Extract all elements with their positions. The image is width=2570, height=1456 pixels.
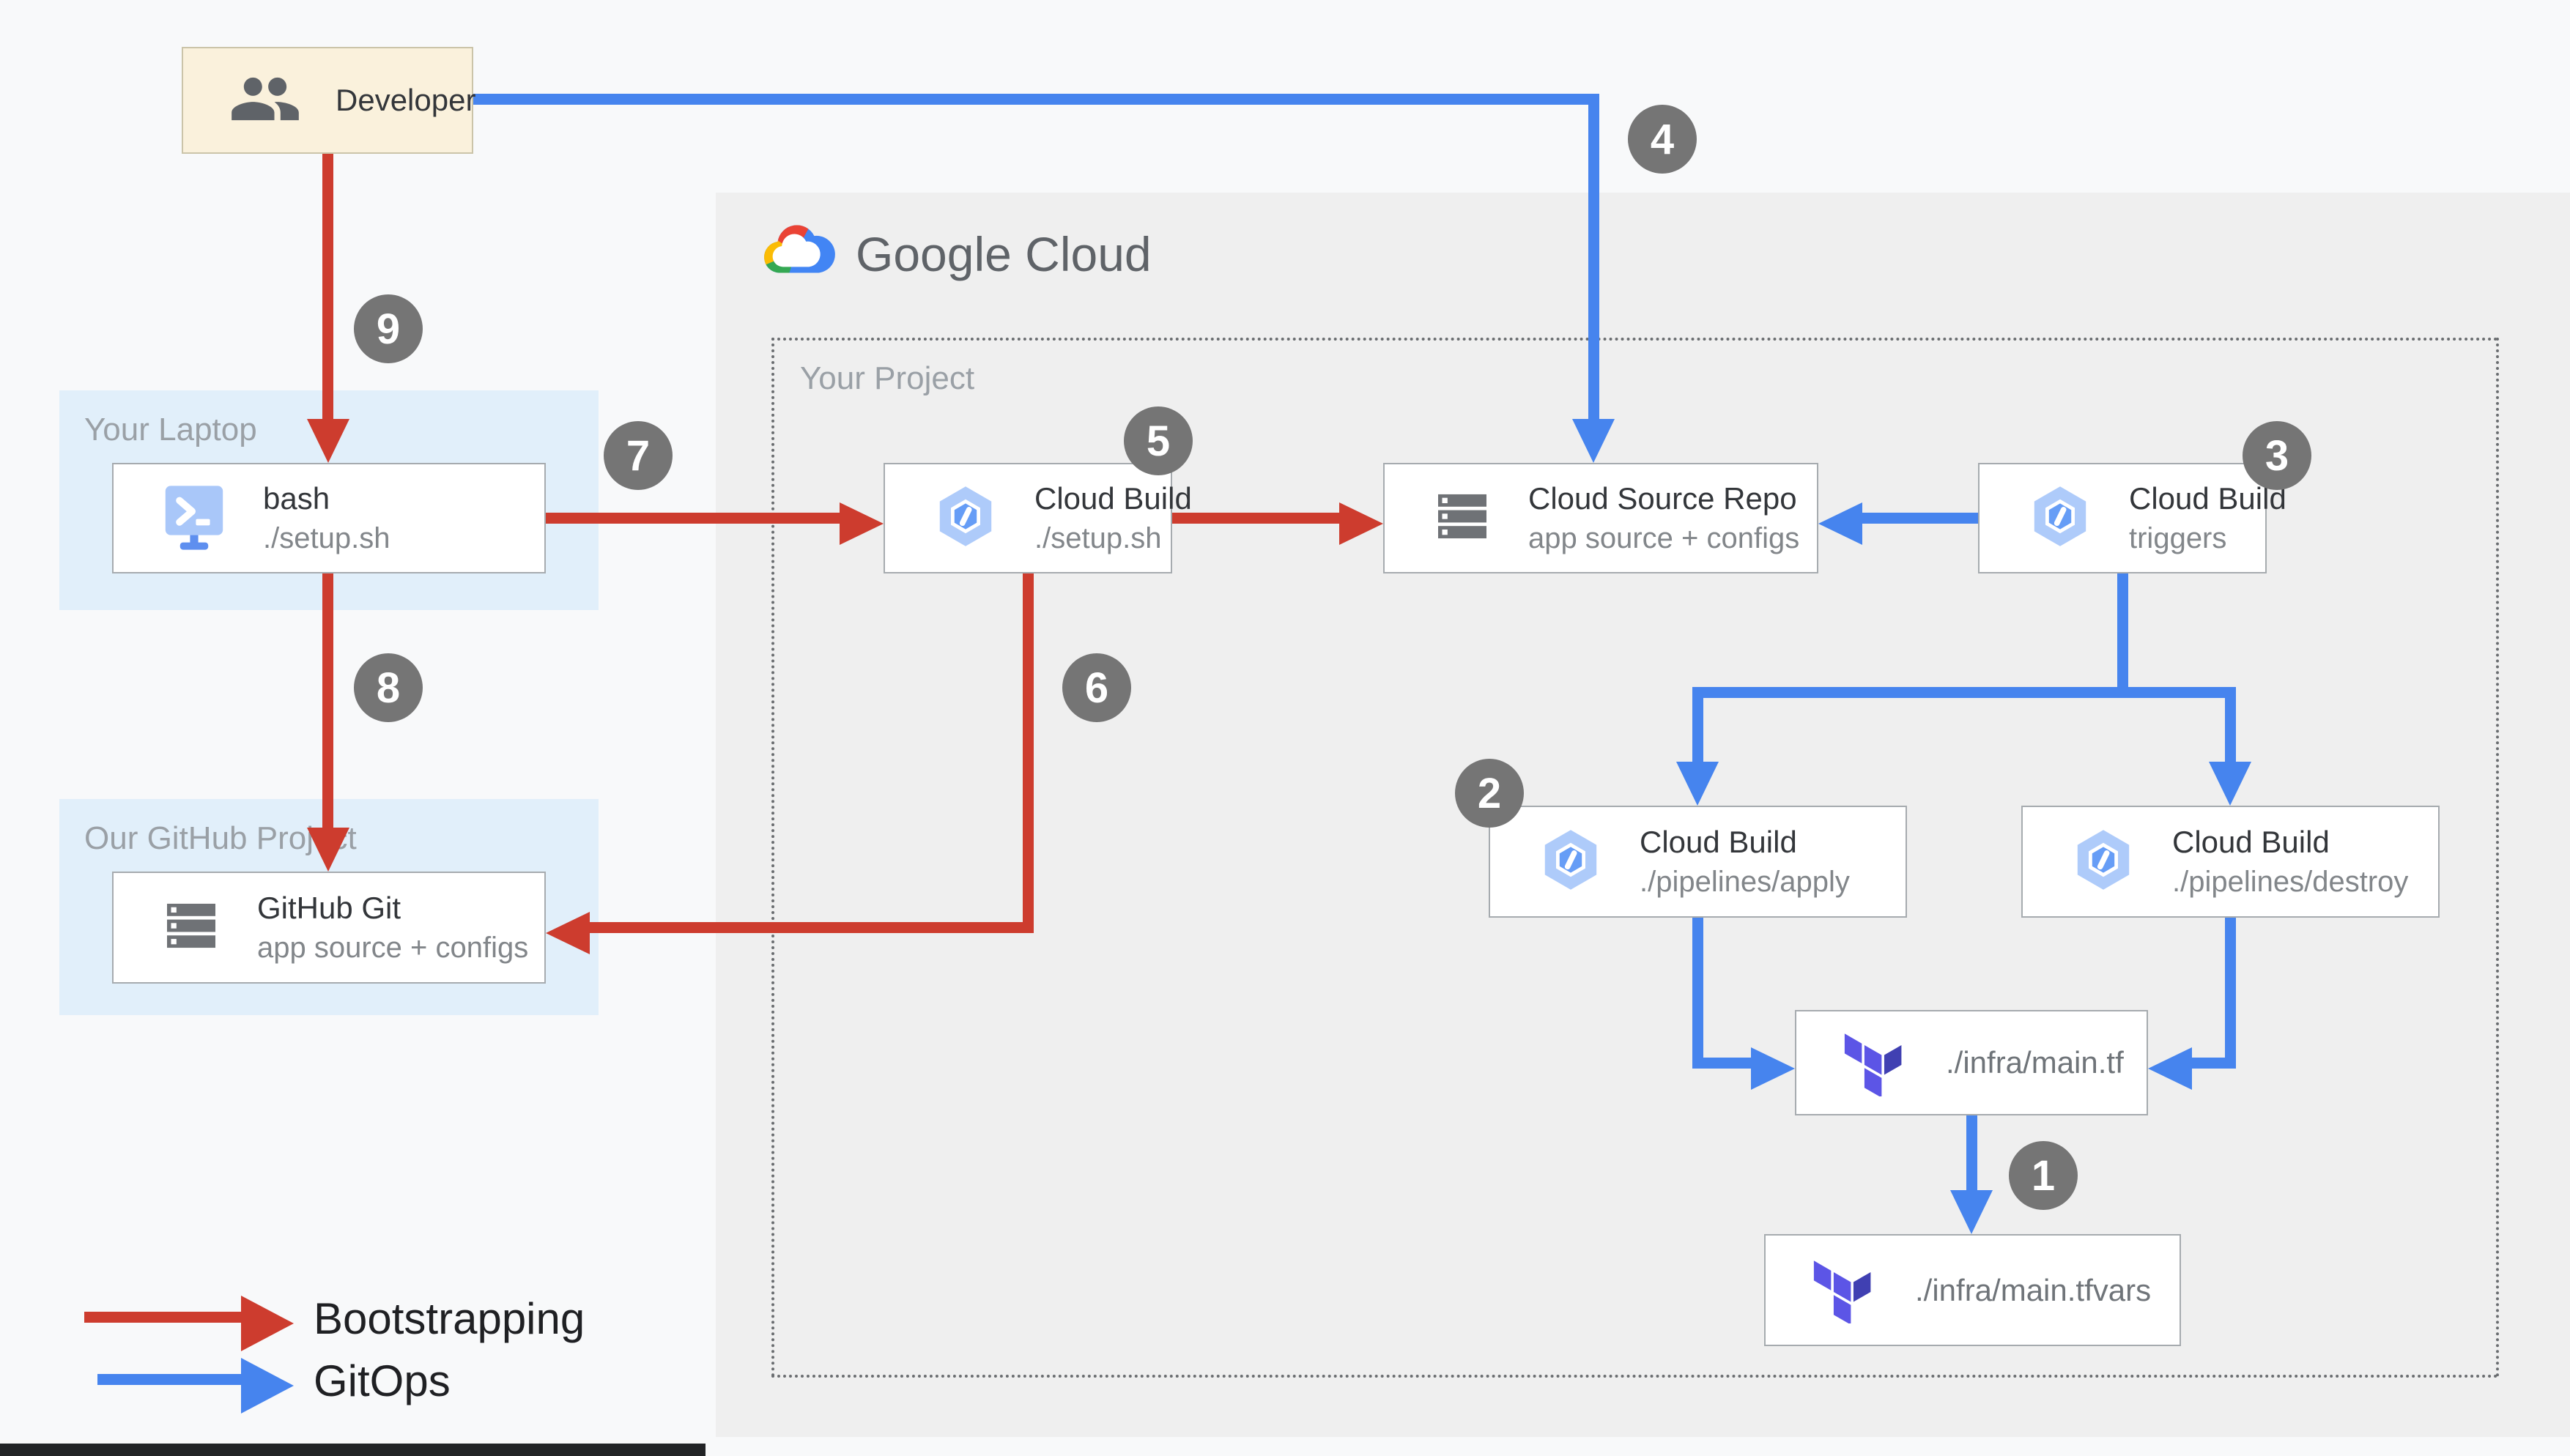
node-github-git: GitHub Git app source + configs [112, 872, 546, 984]
arrow-apply-down [1692, 918, 1703, 1069]
arrowhead-developer-to-bash [307, 419, 349, 463]
arrow-destroy-down [2225, 918, 2236, 1069]
arrow-split-to-destroy [2225, 687, 2236, 763]
arrowhead-developer-to-csr [1572, 419, 1615, 463]
arrow-bash-to-cloudbuild [546, 513, 841, 524]
arrowhead-cloudbuild-to-githubgit [546, 912, 590, 954]
node-title: ./infra/main.tfvars [1915, 1272, 2152, 1307]
node-cloud-build-destroy: Cloud Build ./pipelines/destroy [2021, 806, 2440, 918]
arrowhead-triggers-to-csr [1818, 502, 1862, 545]
people-icon [229, 62, 302, 139]
node-subtitle: triggers [2129, 521, 2227, 554]
step-badge-5: 5 [1124, 406, 1193, 475]
legend-gitops-label: GitOps [314, 1356, 451, 1405]
arrowhead-split-to-apply [1676, 762, 1719, 806]
node-main-tf: ./infra/main.tf [1795, 1010, 2148, 1115]
node-subtitle: ./setup.sh [263, 521, 390, 554]
terraform-icon [1811, 1253, 1874, 1327]
cloud-build-icon [1536, 825, 1606, 899]
step-badge-6: 6 [1062, 653, 1131, 722]
node-subtitle: app source + configs [257, 931, 529, 964]
legend-gitops-arrowhead [241, 1358, 294, 1414]
node-bash: bash ./setup.sh [112, 463, 546, 573]
step-badge-2: 2 [1455, 759, 1524, 828]
step-badge-3: 3 [2243, 421, 2311, 490]
arrow-split-to-apply [1692, 687, 1703, 763]
node-title: bash [263, 481, 330, 516]
node-title: Cloud Build [1640, 825, 1797, 860]
arrowhead-maintf-to-tfvars [1950, 1190, 1993, 1234]
arrow-triggers-to-csr [1862, 513, 1978, 524]
cloud-build-icon [930, 481, 1001, 555]
step-badge-7: 7 [604, 421, 673, 490]
google-cloud-icon [755, 220, 837, 288]
your-project-boundary [771, 338, 2499, 1378]
arrow-destroy-to-maintf [2191, 1058, 2236, 1069]
step-badge-8: 8 [354, 653, 423, 722]
arrowhead-destroy-to-maintf [2148, 1047, 2192, 1090]
node-title: Developer [336, 82, 476, 117]
legend-bootstrapping-label: Bootstrapping [314, 1294, 585, 1343]
node-subtitle: app source + configs [1528, 521, 1800, 554]
arrow-developer-right [473, 94, 1599, 105]
node-title: GitHub Git [257, 891, 401, 926]
node-title: ./infra/main.tf [1946, 1045, 2124, 1080]
arrowhead-bash-to-github [307, 828, 349, 872]
google-cloud-wordmark: Google Cloud [856, 226, 1152, 281]
node-title: Cloud Build [2129, 481, 2286, 516]
repo-icon [159, 894, 223, 962]
arrow-cloudbuild-to-csr [1172, 513, 1341, 524]
node-cloud-build-apply: Cloud Build ./pipelines/apply [1489, 806, 1907, 918]
step-badge-1: 1 [2009, 1141, 2078, 1210]
arrow-triggers-down [2117, 573, 2128, 697]
arrowhead-cloudbuild-to-csr [1339, 502, 1383, 545]
arrow-cloudbuild-to-githubgit [588, 922, 1034, 933]
node-subtitle: ./pipelines/destroy [2172, 865, 2409, 898]
node-title: Cloud Build [1034, 481, 1192, 516]
arrow-developer-down-to-csr [1588, 94, 1599, 420]
node-title: Cloud Source Repo [1528, 481, 1797, 516]
arrow-bash-to-github [322, 573, 333, 829]
node-cloud-source-repo: Cloud Source Repo app source + configs [1383, 463, 1818, 573]
arrow-developer-to-bash [322, 154, 333, 420]
legend-gitops-arrow [97, 1374, 242, 1385]
repo-icon [1430, 484, 1495, 552]
arrow-apply-to-maintf [1692, 1058, 1752, 1069]
arrow-maintf-to-tfvars [1966, 1115, 1977, 1192]
node-cloud-build-setup: Cloud Build ./setup.sh [884, 463, 1192, 573]
bottom-edge-bar [0, 1444, 706, 1456]
cloud-build-icon [2025, 481, 2095, 555]
step-badge-9: 9 [354, 294, 423, 363]
node-cloud-build-triggers: Cloud Build triggers [1978, 463, 2286, 573]
node-subtitle: ./setup.sh [1034, 521, 1162, 554]
your-laptop-label: Your Laptop [84, 412, 257, 447]
arrow-split-bar [1692, 687, 2236, 698]
google-cloud-logo: Google Cloud [755, 220, 1152, 288]
node-subtitle: ./pipelines/apply [1640, 865, 1850, 898]
legend-bootstrapping-arrowhead [241, 1296, 294, 1351]
arrowhead-split-to-destroy [2209, 762, 2251, 806]
node-developer: Developer [182, 47, 476, 154]
node-title: Cloud Build [2172, 825, 2330, 860]
step-badge-4: 4 [1628, 105, 1697, 174]
arrowhead-bash-to-cloudbuild [840, 502, 884, 545]
legend-bootstrapping-arrow [84, 1312, 242, 1323]
node-main-tfvars: ./infra/main.tfvars [1764, 1234, 2181, 1346]
arrowhead-apply-to-maintf [1751, 1047, 1795, 1090]
cloud-build-icon [2068, 825, 2138, 899]
your-project-label: Your Project [800, 360, 975, 396]
terminal-icon [159, 481, 229, 555]
arrow-cloudbuild-down [1023, 573, 1034, 933]
terraform-icon [1842, 1026, 1905, 1100]
